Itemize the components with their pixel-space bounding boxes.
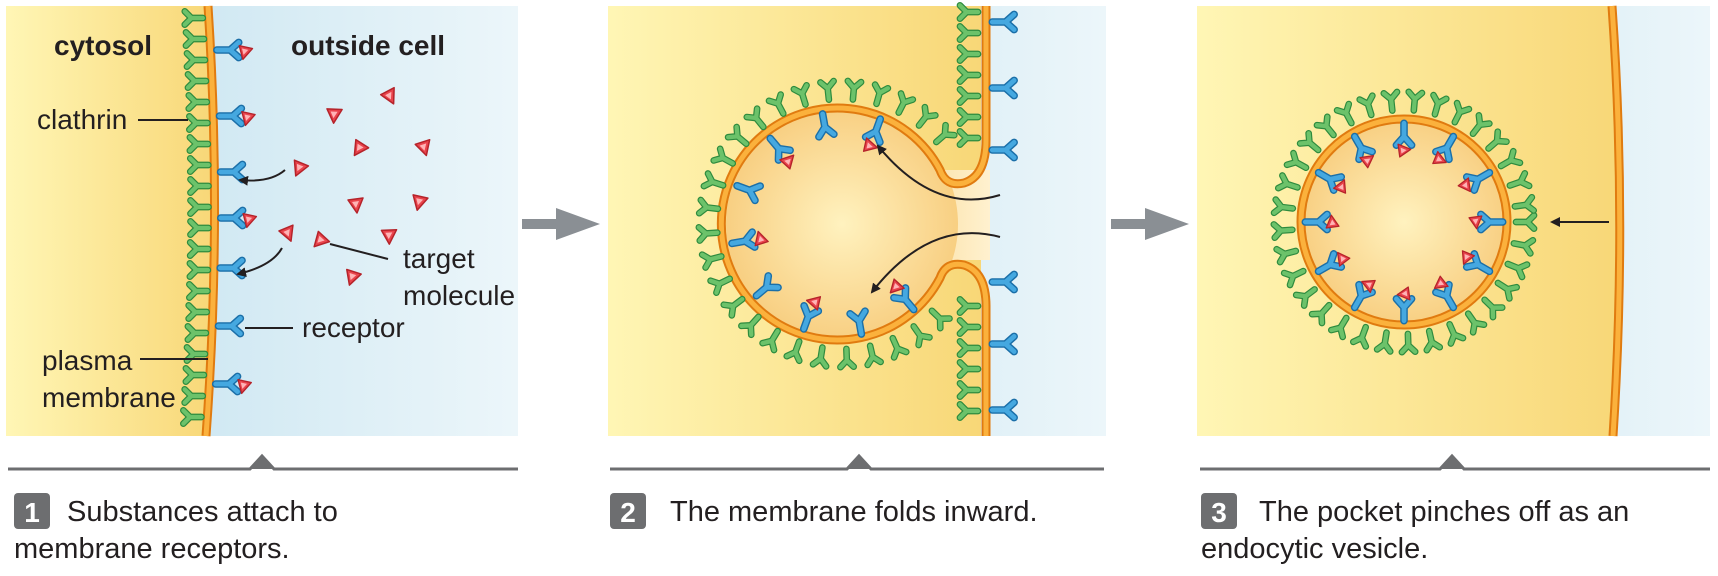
transition-arrow	[1111, 208, 1189, 240]
panel-2	[608, 5, 1106, 436]
step-text-line2: membrane receptors.	[14, 533, 290, 565]
fold-arrow	[876, 144, 1001, 201]
binding-arrow	[236, 247, 283, 278]
label-target-line1: target	[403, 243, 475, 274]
label-receptor: receptor	[302, 312, 405, 343]
step-text-line1: The membrane folds inward.	[670, 496, 1038, 528]
label-outside-cell: outside cell	[291, 30, 445, 61]
step-number-badge	[610, 493, 646, 529]
step-number-badge	[1201, 493, 1237, 529]
step-caption-2: 2 The membrane folds inward.	[610, 453, 1104, 529]
step-number: 1	[24, 497, 40, 528]
fold-arrow	[870, 232, 1001, 294]
label-clathrin: clathrin	[37, 104, 127, 135]
panel-1: cytosol outside cell clathrin target mol…	[6, 5, 518, 437]
label-plasma-line1: plasma	[42, 345, 133, 376]
target-leader	[329, 243, 389, 260]
label-cytosol: cytosol	[54, 30, 152, 61]
forming-vesicle	[726, 108, 958, 340]
transition-arrow	[522, 208, 600, 240]
cytosol-region	[6, 6, 215, 436]
step-text-line1: Substances attach to	[67, 496, 338, 528]
step-number: 2	[620, 497, 636, 528]
step-text-line1: The pocket pinches off as an	[1259, 496, 1629, 528]
step-text-line2: endocytic vesicle.	[1201, 533, 1428, 565]
step-number-badge	[14, 493, 50, 529]
step-caption-1: 1 Substances attach to membrane receptor…	[8, 453, 518, 565]
label-target-line2: molecule	[403, 280, 515, 311]
label-plasma-line2: membrane	[42, 382, 176, 413]
panel-3	[1197, 5, 1710, 437]
step-number: 3	[1211, 497, 1227, 528]
step-caption-3: 3 The pocket pinches off as an endocytic…	[1200, 453, 1710, 565]
binding-arrow	[238, 169, 286, 186]
